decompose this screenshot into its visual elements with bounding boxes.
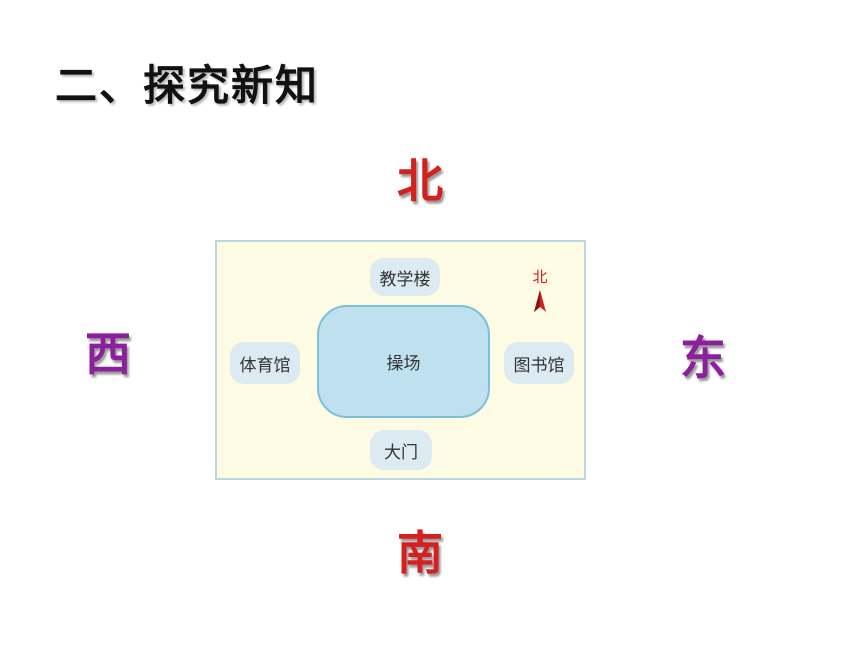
playground-label: 操场 xyxy=(386,354,421,374)
gate-label: 大门 xyxy=(370,430,432,470)
direction-south: 南 xyxy=(397,526,443,580)
gym-label: 体育馆 xyxy=(230,342,300,384)
compass: 北 xyxy=(530,266,550,314)
north-arrow-icon xyxy=(534,290,546,312)
playground: 操场 xyxy=(317,305,490,418)
library-label: 图书馆 xyxy=(504,342,574,384)
compass-north-label: 北 xyxy=(532,268,548,286)
teaching-building-label: 教学楼 xyxy=(370,258,440,296)
direction-east: 东 xyxy=(680,331,726,385)
direction-west: 西 xyxy=(85,327,131,381)
campus-map: 教学楼 体育馆 操场 图书馆 大门 北 xyxy=(215,240,586,480)
direction-north: 北 xyxy=(397,154,443,208)
page-heading: 二、探究新知 xyxy=(55,61,320,110)
